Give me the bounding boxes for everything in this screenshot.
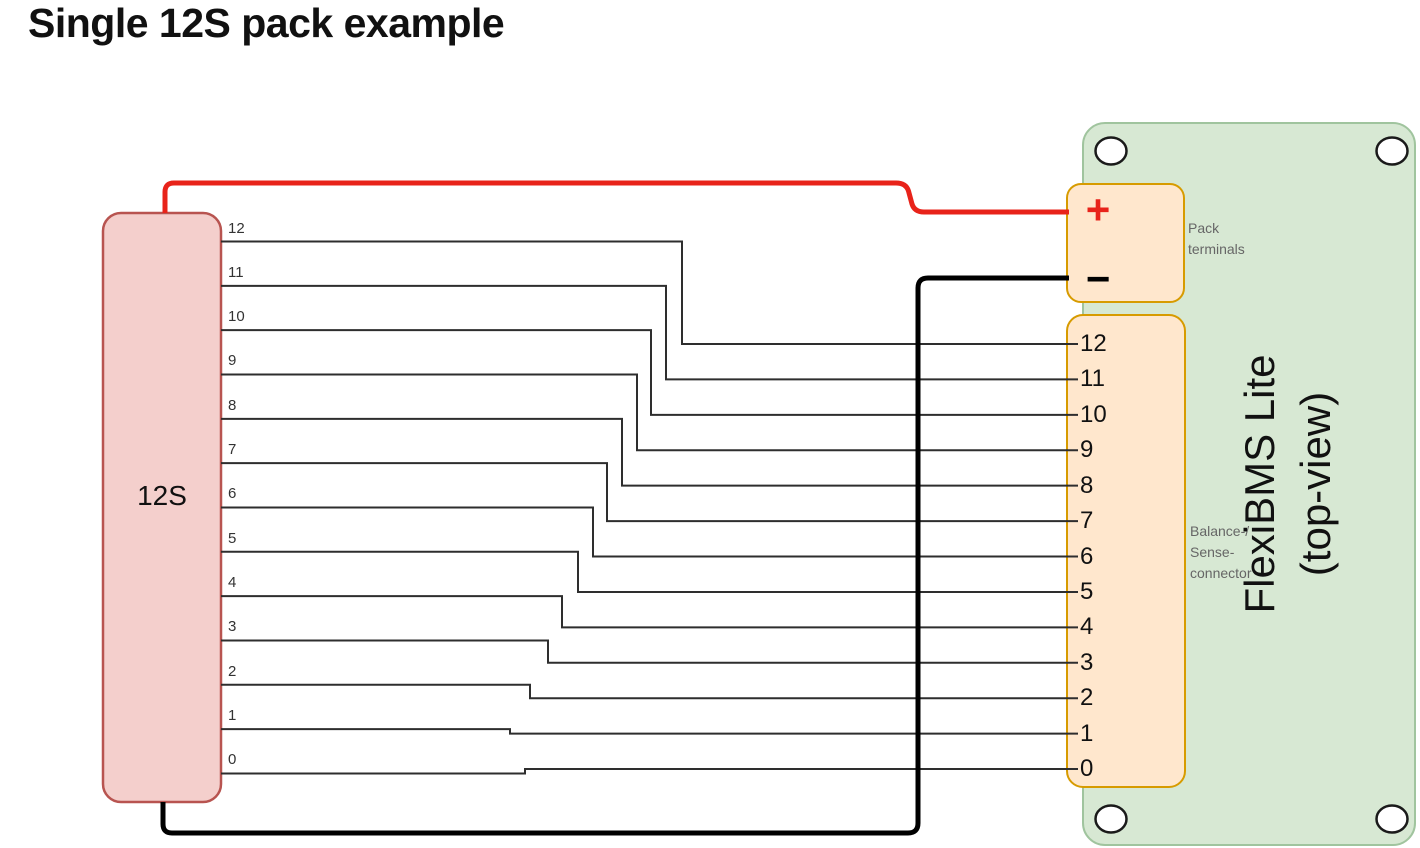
mounting-holes (1094, 136, 1409, 834)
negative-terminal-label: − (1085, 255, 1111, 302)
pack-terminals-block (1066, 183, 1185, 303)
positive-terminal-label: + (1085, 186, 1111, 233)
pack-terminals-label-line1: Pack (1188, 220, 1220, 236)
pack-pin-label-7: 7 (228, 441, 237, 459)
negative-wire (160, 275, 1069, 836)
balance-pin-label-1: 1 (1080, 719, 1094, 747)
pack-pin-label-3: 3 (228, 618, 237, 636)
balance-connector-block (1066, 314, 1186, 788)
pack-pin-label-1: 1 (228, 707, 237, 725)
balance-connector-label-line1: Balance-/ (1190, 523, 1250, 539)
pack-pin-label-9: 9 (228, 352, 237, 370)
pack-pin-label-8: 8 (228, 396, 237, 414)
balance-wire-1 (221, 728, 1078, 735)
balance-pin-label-5: 5 (1080, 577, 1094, 605)
pack-terminals-label-line2: terminals (1188, 241, 1245, 257)
balance-connector-label: Balance-/ Sense- connector (1190, 521, 1251, 584)
balance-pin-label-12: 12 (1080, 330, 1107, 357)
balance-pin-label-0: 0 (1080, 755, 1094, 783)
mounting-hole-top-right (1375, 136, 1409, 166)
balance-wire-8 (221, 417, 1078, 487)
board-name-line2: (top-view) (1292, 391, 1339, 577)
balance-pin-label-4: 4 (1080, 613, 1094, 641)
pack-pin-label-6: 6 (228, 485, 237, 503)
balance-pin-label-11: 11 (1080, 365, 1105, 393)
balance-connector-label-line3: connector (1190, 565, 1252, 581)
balance-wire-6 (221, 506, 1078, 558)
balance-wire-2 (221, 683, 1078, 700)
balance-wire-11 (221, 284, 1078, 381)
mounting-hole-bottom-right (1375, 804, 1409, 834)
pack-pin-label-10: 10 (228, 308, 245, 326)
pack-pin-label-12: 12 (228, 219, 245, 237)
balance-connector-label-line2: Sense- (1190, 544, 1235, 560)
pack-pin-label-2: 2 (228, 662, 237, 680)
balance-wire-5 (221, 550, 1078, 593)
pack-pin-label-5: 5 (228, 529, 237, 547)
balance-sense-wires (221, 240, 1078, 775)
mounting-hole-top-left (1094, 136, 1128, 166)
pack-pin-label-4: 4 (228, 574, 237, 592)
balance-wire-10 (221, 329, 1078, 416)
pack-pin-label-11: 11 (228, 263, 244, 281)
board-name: FlexiBMS Lite (top-view) (1232, 304, 1344, 664)
battery-pack-label: 12S (137, 480, 187, 511)
pack-terminals-label: Pack terminals (1188, 218, 1245, 260)
balance-wire-4 (221, 595, 1078, 629)
positive-wire (162, 180, 1069, 215)
mounting-hole-bottom-left (1094, 804, 1128, 834)
balance-wire-3 (221, 639, 1078, 664)
balance-pin-label-7: 7 (1080, 507, 1094, 535)
balance-pin-label-10: 10 (1080, 400, 1107, 428)
balance-pin-label-2: 2 (1080, 684, 1094, 712)
pack-pin-label-0: 0 (228, 751, 237, 769)
balance-wire-12 (221, 240, 1078, 345)
balance-wire-9 (221, 373, 1078, 452)
balance-wire-0 (221, 768, 1078, 775)
balance-pin-label-8: 8 (1080, 471, 1094, 499)
balance-wire-7 (221, 462, 1078, 523)
balance-pin-label-3: 3 (1080, 648, 1094, 676)
board-name-line1: FlexiBMS Lite (1236, 354, 1283, 614)
balance-pin-label-9: 9 (1080, 436, 1094, 464)
balance-pin-label-6: 6 (1080, 542, 1094, 570)
page-title: Single 12S pack example (28, 0, 505, 46)
